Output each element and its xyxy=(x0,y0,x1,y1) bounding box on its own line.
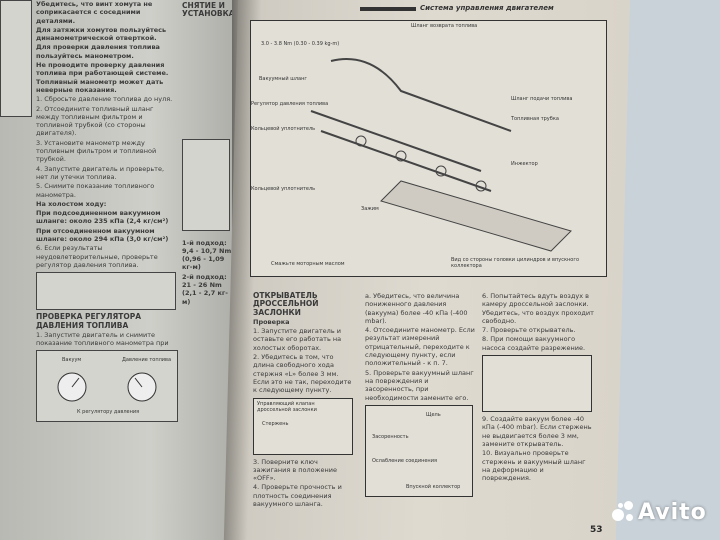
step: 5. Снимите показание топливного манометр… xyxy=(36,182,155,199)
label-vacuum: Вакуум xyxy=(62,357,82,364)
label: Засоренность xyxy=(372,433,409,440)
step: 6. Попытайтесь вдуть воздух в камеру дро… xyxy=(482,292,594,325)
step: 4. Проверьте прочность и плотность соеди… xyxy=(253,483,342,509)
step: 1. Сбросьте давление топлива до нуля. xyxy=(36,95,173,104)
idle-heading: На холостом ходу: xyxy=(36,199,107,208)
label-regulator: К регулятору давления xyxy=(77,409,140,416)
step: a. Убедитесь, что величина пониженного д… xyxy=(365,292,468,325)
label: Кольцевой уплотнитель xyxy=(251,126,316,132)
step: 6. Если результаты неудовлетворительные,… xyxy=(36,244,158,269)
note: Убедитесь, что винт хомута не соприкасае… xyxy=(36,0,153,25)
avito-logo-icon xyxy=(612,501,636,525)
side-title: Снятие и установка xyxy=(182,2,232,19)
step: 3. Поверните ключ зажигания в положение … xyxy=(253,457,337,483)
note: Для проверки давления топлива пользуйтес… xyxy=(36,43,160,60)
label: Стержень xyxy=(262,420,289,427)
step: 1. Запустите двигатель и оставьте его ра… xyxy=(253,327,342,352)
label: Топливная трубка xyxy=(511,116,559,122)
label: Управляющий клапан дроссельной заслонки xyxy=(257,400,317,413)
idle-value: При отсоединенном вакуумном шланге: окол… xyxy=(36,226,169,244)
step: 1. Запустите двигатель и снимите показан… xyxy=(36,330,169,348)
label: Ослабление соединения xyxy=(372,457,437,464)
label: Зажим xyxy=(361,206,379,212)
gauge-figure xyxy=(36,272,176,311)
fuel-rail-diagram: 3.0 - 3.8 Nm (0.30 - 0.39 kg-m) Шланг во… xyxy=(250,20,607,277)
idle-value: При подсоединенном вакуумном шланге: око… xyxy=(36,209,169,226)
step: 8. При помощи вакуумного насоса создайте… xyxy=(482,335,586,352)
section-title: Проверка регулятора давления топлива xyxy=(36,312,142,330)
throttle-column-3: 6. Попытайтесь вдуть воздух в камеру дро… xyxy=(482,292,594,483)
step: 2. Убедитесь в том, что длина свободного… xyxy=(253,353,352,395)
left-figure xyxy=(0,0,32,117)
gauges-drawing xyxy=(57,372,157,402)
avito-watermark: Avito xyxy=(612,500,707,525)
left-main-column: Убедитесь, что винт хомута не соприкасае… xyxy=(36,0,178,425)
torque-label: 3.0 - 3.8 Nm (0.30 - 0.39 kg-m) xyxy=(261,41,340,47)
step: 5. Проверьте вакуумный шланг на поврежде… xyxy=(365,368,474,402)
side-figure xyxy=(182,138,230,231)
vacuum-hose-figure: Щель Засоренность Ослабление соединения … xyxy=(365,404,473,497)
section-title: Открыватель дроссельной заслонки xyxy=(253,291,319,317)
label-fuel-pressure: Давление топлива xyxy=(122,357,172,364)
fuel-rail-drawing xyxy=(310,58,572,252)
step: 4. Запустите двигатель и проверьте, нет … xyxy=(36,164,165,181)
note: Для затяжки хомутов пользуйтесь динамоме… xyxy=(36,25,167,43)
label: Щель xyxy=(426,411,441,418)
label: Вакуумный шланг xyxy=(259,76,307,82)
torque-2: 2-й подход: 21 - 26 Nm (2,1 - 2,7 кг-м) xyxy=(182,272,228,306)
avito-text: Avito xyxy=(638,500,707,525)
throttle-column-1: Открыватель дроссельной заслонки Проверк… xyxy=(253,291,355,509)
step: 4. Отсоедините манометр. Если результат … xyxy=(365,326,475,368)
step: 2. Отсоедините топливный шланг между топ… xyxy=(36,104,154,138)
vacuum-gauge-diagram: Вакуум Давление топлива К регулятору дав… xyxy=(36,350,178,423)
throttle-opener-figure: Управляющий клапан дроссельной заслонки … xyxy=(253,397,353,455)
label: Шланг подачи топлива xyxy=(511,96,573,102)
subsection-title: Проверка xyxy=(253,317,290,326)
label: Регулятор давления топлива xyxy=(251,101,329,107)
label: Вид со стороны головки цилиндров и впуск… xyxy=(451,257,580,269)
section-header: Система управления двигателем xyxy=(420,4,554,12)
step: 9. Создайте вакуум более -40 кПа (-400 m… xyxy=(482,415,592,448)
step: 7. Проверьте открыватель. xyxy=(482,326,576,335)
label: Кольцевой уплотнитель xyxy=(251,186,316,192)
label: Впускной коллектор xyxy=(406,483,461,490)
label: Шланг возврата топлива xyxy=(411,23,478,29)
left-side-column: Снятие и установка 1-й подход: 9,4 - 10,… xyxy=(182,2,232,532)
page-number: 53 xyxy=(590,525,603,535)
step: 3. Установите манометр между топливным ф… xyxy=(36,138,157,164)
label: Инжектор xyxy=(511,161,538,167)
header-bar xyxy=(360,7,416,11)
step: 10. Визуально проверьте стержень и вакуу… xyxy=(482,449,586,483)
left-page: Убедитесь, что винт хомута не соприкасае… xyxy=(0,0,250,540)
torque-1: 1-й подход: 9,4 - 10,7 Nm (0,96 - 1,09 к… xyxy=(182,238,232,272)
note: Не проводите проверку давления топлива п… xyxy=(36,61,169,94)
vacuum-pump-figure xyxy=(482,355,592,413)
label: Смажьте моторным маслом xyxy=(271,261,345,267)
throttle-column-2: a. Убедитесь, что величина пониженного д… xyxy=(365,292,475,500)
